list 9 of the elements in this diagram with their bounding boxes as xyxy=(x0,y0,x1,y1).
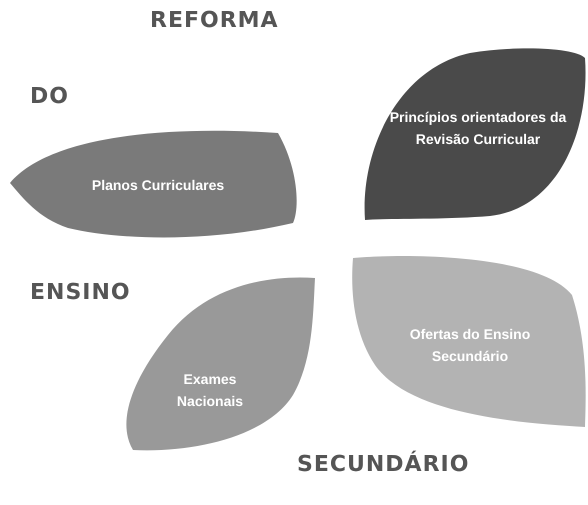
heading-word: SECUNDÁRIO xyxy=(297,452,470,477)
petal-label: Princípios orientadores da Revisão Curricular xyxy=(388,108,568,149)
petal-label: Planos Curriculares xyxy=(90,176,226,195)
heading-word: ENSINO xyxy=(30,280,131,305)
petal-shape xyxy=(350,255,588,430)
petal-label: Ofertas do Ensino Secundário xyxy=(408,325,532,366)
petal-label: Exames Nacionais xyxy=(176,370,244,411)
heading-word: DO xyxy=(30,84,69,109)
heading-word: REFORMA xyxy=(150,8,279,33)
